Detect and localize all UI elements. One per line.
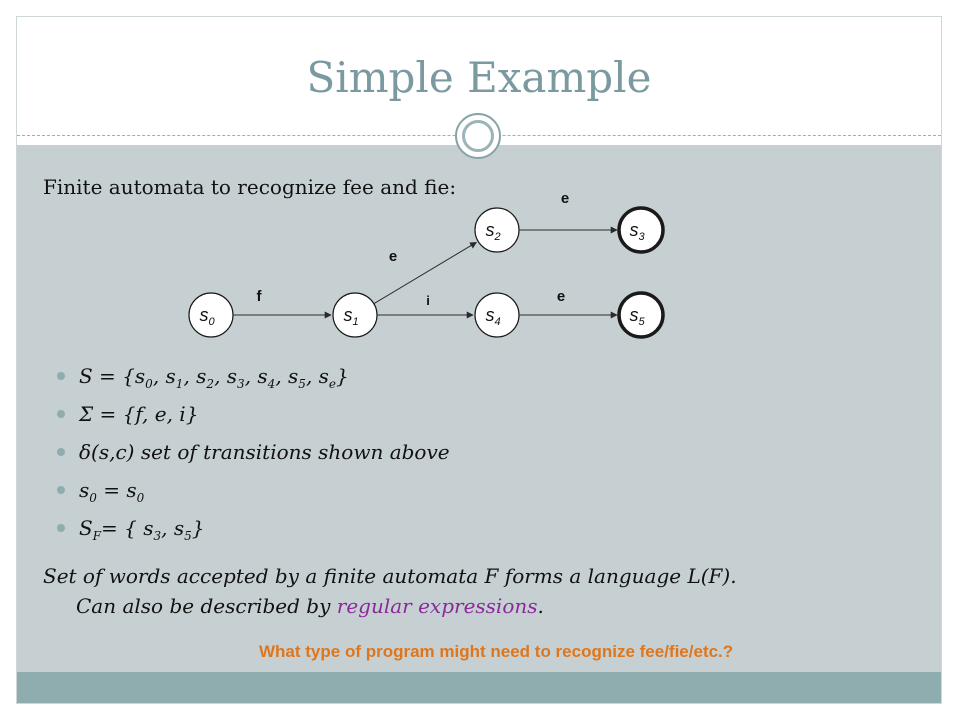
definition-list: S = {s0, s1, s2, s3, s4, s5, se} Σ = {f,…: [57, 357, 450, 547]
automaton-diagram: f e e i e s0 s1 s2 s3 s4 s5: [188, 190, 665, 339]
transition-label-s2-s3: e: [561, 190, 569, 207]
state-circle: [188, 292, 234, 338]
state-s3: s3: [617, 206, 665, 254]
bullet-icon: [57, 372, 65, 380]
bullet-icon: [57, 524, 65, 532]
bullet-delta: δ(s,c) set of transitions shown above: [57, 433, 450, 471]
final-state-circle: [617, 291, 665, 339]
final-state-circle: [617, 206, 665, 254]
bullet-states: S = {s0, s1, s2, s3, s4, s5, se}: [57, 357, 450, 395]
conclusion-text: Set of words accepted by a finite automa…: [43, 561, 923, 621]
transition-label-s4-s5: e: [557, 288, 565, 305]
intro-text: Finite automata to recognize fee and fie…: [43, 175, 457, 199]
state-circle: [474, 207, 520, 253]
footer-band: [17, 672, 941, 703]
delta-definition: δ(s,c) set of transitions shown above: [79, 440, 450, 464]
question-text: What type of program might need to recog…: [259, 642, 734, 661]
state-circle: [474, 292, 520, 338]
conclusion-line2: Can also be described by regular express…: [76, 594, 544, 618]
divider-ornament-icon: [455, 113, 501, 159]
bullet-icon: [57, 448, 65, 456]
bullet-alphabet: Σ = {f, e, i}: [57, 395, 450, 433]
regular-expressions-link[interactable]: regular expressions: [336, 594, 538, 618]
state-s2: s2: [474, 207, 520, 253]
slide: Simple Example Finite automata to recogn…: [16, 16, 942, 704]
state-s0: s0: [188, 292, 234, 338]
bullet-start: s0 = s0: [57, 471, 450, 509]
bullet-icon: [57, 410, 65, 418]
state-s5: s5: [617, 291, 665, 339]
transition-label-s1-s2: e: [389, 248, 397, 265]
state-s1: s1: [332, 292, 378, 338]
transition-label-s0-s1: f: [257, 288, 263, 305]
slide-title: Simple Example: [306, 53, 652, 102]
conclusion-line1: Set of words accepted by a finite automa…: [43, 564, 737, 588]
final-definition: SF= { s3, s5}: [79, 516, 205, 543]
transition-label-s1-s4: i: [426, 293, 430, 308]
bullet-icon: [57, 486, 65, 494]
state-circle: [332, 292, 378, 338]
alphabet-definition: Σ = {f, e, i}: [79, 402, 199, 426]
transition-arrow-s1-s2: [373, 241, 478, 305]
states-definition: S = {s0, s1, s2, s3, s4, s5, se}: [79, 364, 349, 391]
start-definition: s0 = s0: [79, 478, 145, 505]
bullet-final: SF= { s3, s5}: [57, 509, 450, 547]
state-s4: s4: [474, 292, 520, 338]
